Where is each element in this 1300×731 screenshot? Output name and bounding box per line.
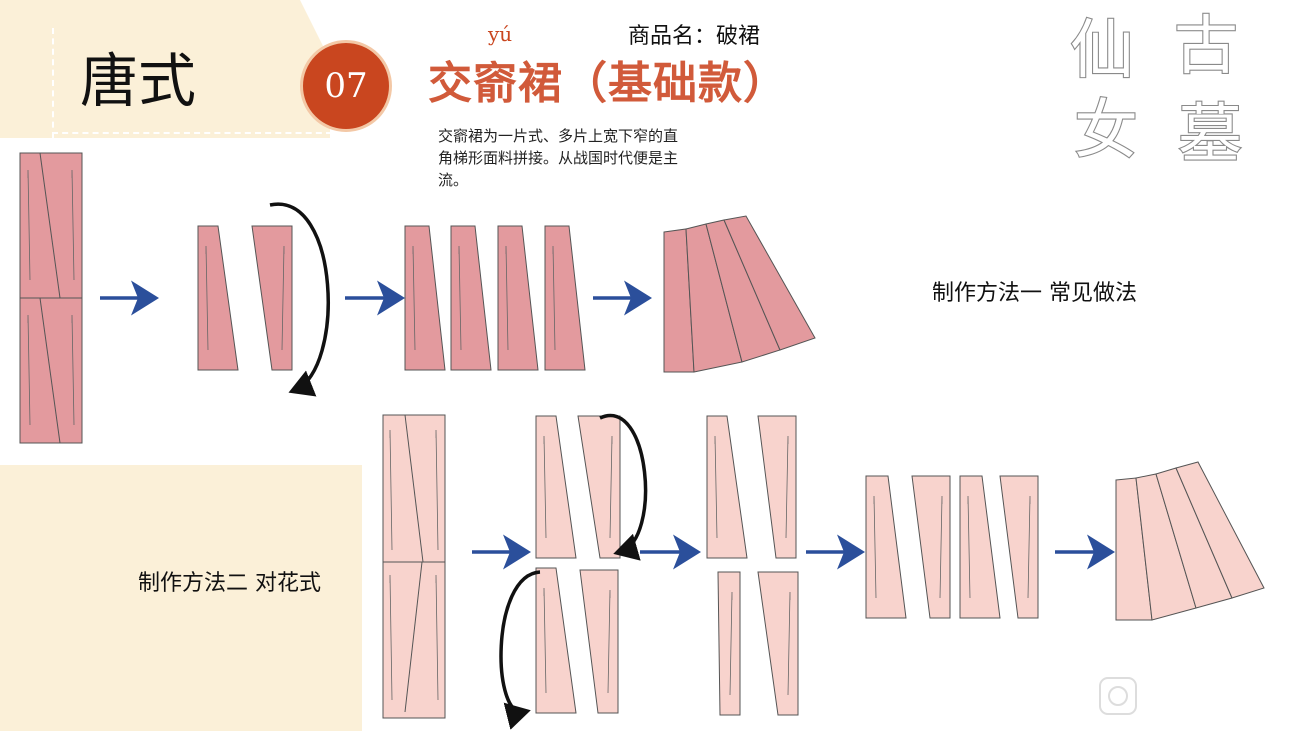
- page-title: 交窬裙（基础款）: [428, 58, 788, 109]
- curved-arrow-icon: [499, 570, 541, 730]
- method-one-label: 制作方法一 常见做法: [932, 281, 1137, 306]
- brand-logo: 古 墓 仙 女: [1069, 9, 1243, 166]
- seam-mark: [787, 591, 791, 696]
- pinyin-annotation: yú: [488, 22, 513, 46]
- seam-mark: [552, 245, 556, 351]
- seam-mark: [543, 587, 547, 694]
- skirt-panel: [717, 571, 741, 716]
- skirt-panel: [404, 225, 446, 371]
- seam-mark: [389, 574, 393, 701]
- bottom-banner: [0, 465, 362, 731]
- dashed-divider: [52, 132, 332, 134]
- skirt-panel: [535, 567, 577, 714]
- number-badge: 07: [300, 40, 392, 132]
- seam-mark: [1027, 495, 1031, 599]
- seam-mark: [729, 591, 733, 696]
- dynasty-title: 唐式: [80, 47, 197, 115]
- description-text: 交窬裙为一片式、多片上宽下窄的直角梯形面料拼接。从战国时代便是主流。: [438, 127, 679, 189]
- skirt-panel: [251, 225, 293, 371]
- skirt-panel: [450, 225, 492, 371]
- skirt-panel: [544, 225, 586, 371]
- seam-mark: [458, 245, 462, 351]
- seam-mark: [609, 435, 613, 539]
- logo-char: 女: [1074, 94, 1138, 166]
- logo-char: 古: [1174, 10, 1238, 84]
- seam-mark: [967, 495, 971, 599]
- seam-mark: [389, 429, 393, 551]
- assembled-skirt-panel: [1175, 461, 1265, 599]
- skirt-panel: [911, 475, 951, 619]
- watermark-icon: [1099, 677, 1137, 715]
- skirt-panel: [999, 475, 1039, 619]
- seam-mark: [714, 435, 718, 539]
- seam-mark: [543, 435, 547, 539]
- skirt-panel: [959, 475, 1001, 619]
- skirt-panel: [197, 225, 239, 371]
- skirt-panel: [535, 415, 577, 559]
- skirt-panel: [579, 569, 619, 714]
- seam-mark: [71, 314, 75, 426]
- product-name: 商品名：破裙: [628, 24, 761, 49]
- skirt-panel: [865, 475, 907, 619]
- seam-mark: [281, 245, 285, 351]
- seam-mark: [27, 169, 31, 281]
- dashed-divider: [52, 28, 54, 138]
- seam-mark: [435, 429, 439, 551]
- seam-mark: [27, 314, 31, 426]
- logo-char: 仙: [1070, 14, 1134, 88]
- seam-mark: [505, 245, 509, 351]
- skirt-panel: [757, 415, 797, 559]
- seam-mark: [71, 169, 75, 281]
- skirt-panel: [497, 225, 539, 371]
- skirt-panel: [757, 571, 799, 716]
- logo-char: 墓: [1178, 98, 1242, 166]
- fabric-block: [382, 414, 446, 719]
- seam-mark: [205, 245, 209, 351]
- method-two-label: 制作方法二 对花式: [138, 571, 321, 596]
- seam-mark: [412, 245, 416, 351]
- assembled-skirt-panel: [723, 215, 816, 351]
- seam-mark: [939, 495, 943, 599]
- seam-mark: [785, 435, 789, 539]
- curved-arrow-icon: [269, 202, 330, 397]
- curved-arrow-icon: [599, 413, 648, 561]
- seam-mark: [873, 495, 877, 599]
- skirt-panel: [706, 415, 748, 559]
- seam-mark: [435, 574, 439, 701]
- skirt-panel: [577, 415, 621, 559]
- seam-mark: [607, 589, 611, 694]
- top-banner: [0, 0, 330, 138]
